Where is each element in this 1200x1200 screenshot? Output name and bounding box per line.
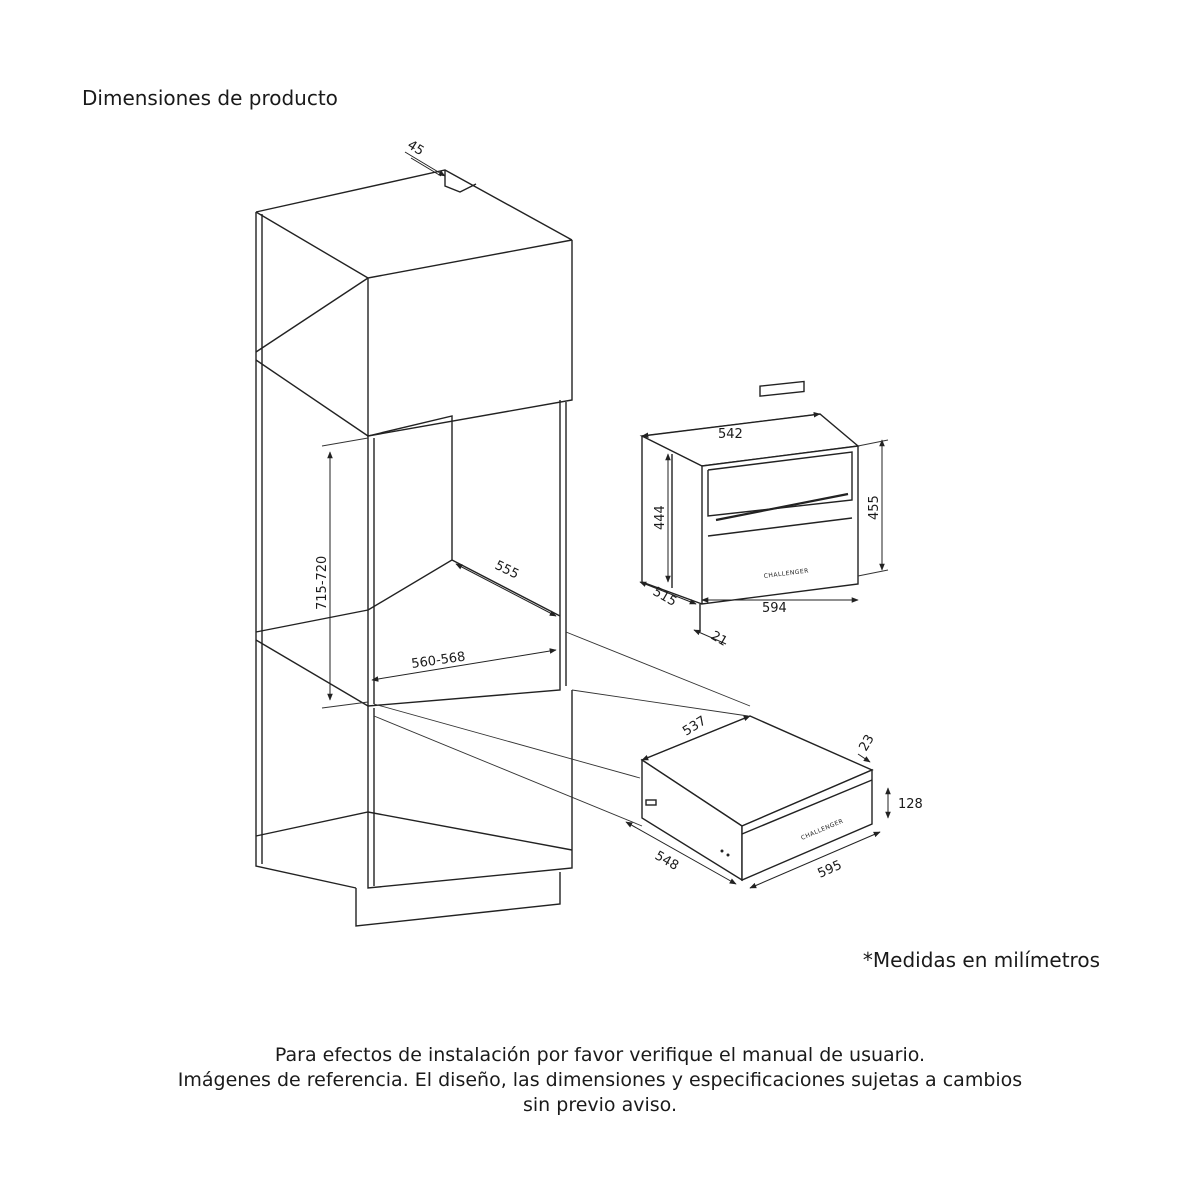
- tall-cabinet: [255, 169, 573, 927]
- disclaimer-footer: Para efectos de instalación por favor ve…: [0, 1043, 1200, 1118]
- dim-niche-height: 715-720: [315, 556, 330, 610]
- page-title: Dimensiones de producto: [82, 86, 338, 110]
- dim-oven-height-front: 455: [867, 495, 882, 520]
- dim-drawer-front-thickness: 23: [856, 732, 877, 754]
- oven-dimensions: 542 444 455 515 594 21: [639, 411, 889, 650]
- disclaimer-line-3: sin previo aviso.: [523, 1094, 677, 1116]
- oven-display: [759, 380, 805, 397]
- dim-drawer-height: 128: [898, 797, 923, 812]
- units-note: *Medidas en milímetros: [862, 948, 1100, 972]
- cabinet-dimensions: 45 715-720 555 560-568: [315, 138, 557, 709]
- dim-drawer-width-front: 595: [816, 858, 845, 882]
- disclaimer-line-2: Imágenes de referencia. El diseño, las d…: [177, 1069, 1023, 1091]
- dim-niche-depth: 555: [492, 558, 521, 582]
- dim-top-gap: 45: [404, 138, 426, 159]
- dim-oven-depth: 515: [650, 584, 679, 609]
- oven-handle: [715, 492, 849, 522]
- dim-oven-width-top: 542: [718, 427, 743, 442]
- disclaimer-line-1: Para efectos de instalación por favor ve…: [274, 1044, 926, 1066]
- warming-drawer: CHALLENGER: [640, 715, 874, 882]
- dim-drawer-depth-side: 548: [652, 848, 681, 873]
- drawer-control-panel: [645, 799, 657, 806]
- dim-niche-width: 560-568: [410, 650, 466, 672]
- dim-oven-height-body: 444: [653, 505, 668, 530]
- projection-lines: [373, 631, 751, 827]
- dim-oven-width-front: 594: [762, 601, 787, 616]
- dim-oven-front-thickness: 21: [708, 628, 730, 649]
